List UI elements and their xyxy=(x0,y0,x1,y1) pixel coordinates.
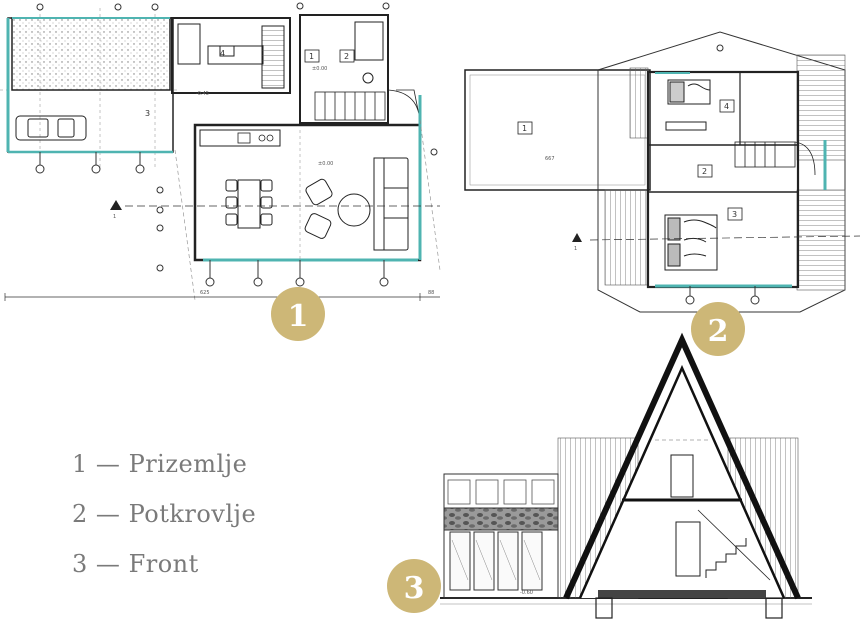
armchair-icon xyxy=(304,178,333,239)
stone-cladding xyxy=(443,507,559,531)
car-icon xyxy=(15,115,87,141)
legend-label: Front xyxy=(128,550,199,578)
room-number: 2 xyxy=(344,52,349,61)
badge-3: 3 xyxy=(387,559,441,613)
elevation-label: ±0.00 xyxy=(312,66,327,72)
sofa-icon xyxy=(373,157,409,251)
legend-label: Prizemlje xyxy=(128,450,248,478)
dimension-label: 625 xyxy=(200,290,210,296)
section-mark: 1 xyxy=(113,214,116,220)
elevation-label: -0.45 xyxy=(196,91,209,97)
svg-text:3: 3 xyxy=(404,571,425,606)
room-number: 3 xyxy=(145,109,150,118)
bed-icon xyxy=(664,214,718,271)
room-number: 3 xyxy=(732,210,737,219)
room-number: 4 xyxy=(220,49,225,58)
front-section: -0.60 xyxy=(440,332,812,619)
svg-text:2: 2 xyxy=(708,314,729,349)
legend-separator: — xyxy=(95,550,121,578)
legend-separator: — xyxy=(95,450,121,478)
legend-number: 2 xyxy=(72,500,88,528)
legend-number: 1 xyxy=(72,450,88,478)
room-number: 1 xyxy=(309,52,314,61)
legend-item-front: 3 — Front xyxy=(72,550,199,578)
badge-2: 2 xyxy=(691,302,745,356)
elevation-label: -0.60 xyxy=(520,590,533,596)
room-number: 2 xyxy=(702,167,707,176)
dimension-label: 88 xyxy=(428,290,434,296)
badge-1: 1 xyxy=(271,287,325,341)
terrace-deck xyxy=(11,17,171,91)
ground-floor-plan: 3 4 1 2 ±0.00 xyxy=(0,2,441,301)
dimension-label: 667 xyxy=(545,156,555,162)
legend-number: 3 xyxy=(72,550,88,578)
room-number: 1 xyxy=(522,124,527,133)
coffee-table-icon xyxy=(337,193,371,227)
legend-separator: — xyxy=(95,500,121,528)
svg-text:1: 1 xyxy=(288,299,309,334)
bed-icon xyxy=(667,79,711,105)
legend-item-potkrovlje: 2 — Potkrovlje xyxy=(72,500,256,528)
legend-label: Potkrovlje xyxy=(128,500,257,528)
section-mark: 1 xyxy=(574,246,577,252)
dining-table-icon xyxy=(225,179,273,229)
legend-item-prizemlje: 1 — Prizemlje xyxy=(72,450,247,478)
attic-floor-plan: 1 667 4 2 xyxy=(464,31,860,313)
room-number: 4 xyxy=(724,102,729,111)
elevation-label: ±0.00 xyxy=(318,161,333,167)
